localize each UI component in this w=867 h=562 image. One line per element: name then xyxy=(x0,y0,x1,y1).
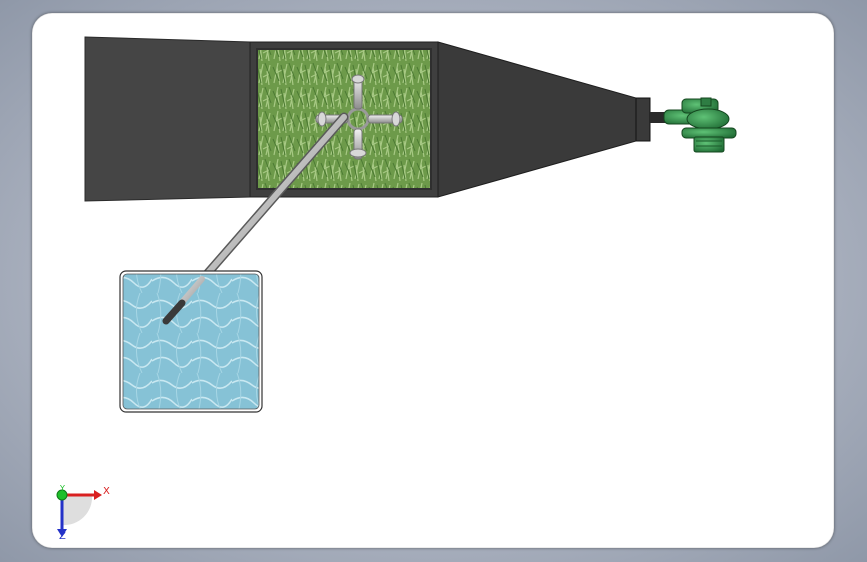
pump-flange[interactable] xyxy=(635,97,651,142)
duct-cone[interactable] xyxy=(437,41,637,198)
y-axis-dot xyxy=(56,489,68,501)
model-scene[interactable] xyxy=(32,13,834,548)
water-surface[interactable] xyxy=(122,273,260,410)
duct-inlet-block[interactable] xyxy=(84,36,251,202)
reference-triad xyxy=(56,489,102,537)
sprinkler-head[interactable] xyxy=(315,74,403,160)
triad-z-label: Z xyxy=(59,531,66,542)
pump-assembly[interactable] xyxy=(663,97,737,153)
triad-x-label: X xyxy=(103,486,110,497)
graphics-viewport[interactable]: X Y Z xyxy=(32,13,834,548)
triad-y-label: Y xyxy=(60,484,65,493)
